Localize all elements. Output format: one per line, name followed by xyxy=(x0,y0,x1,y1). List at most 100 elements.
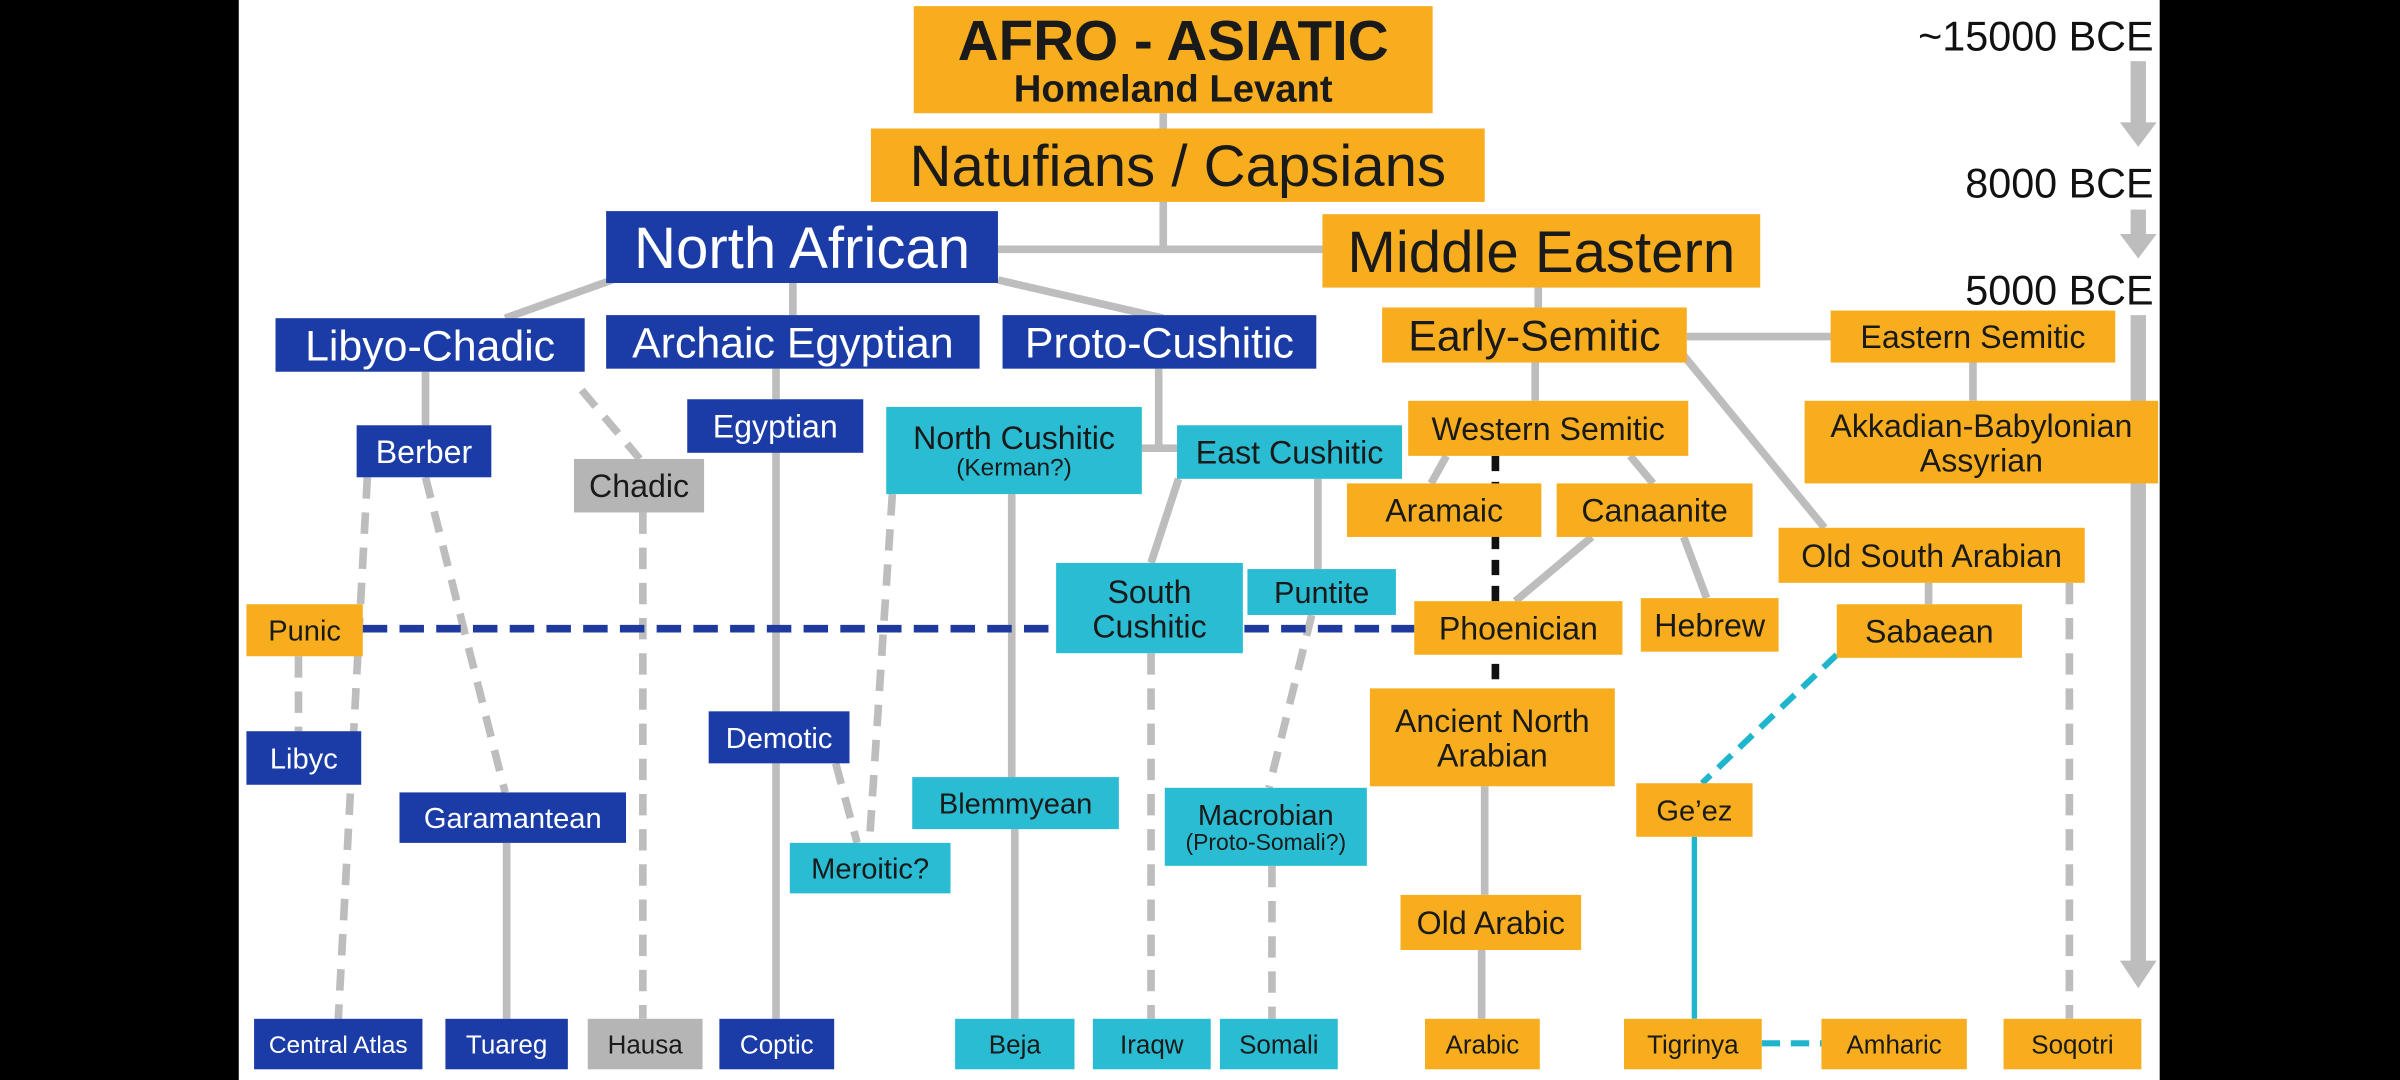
node-chadic-label: Chadic xyxy=(589,468,689,504)
node-demotic-box xyxy=(708,711,850,764)
node-amharic-box xyxy=(1821,1018,1967,1070)
connector-line xyxy=(1427,454,1450,486)
node-hebrew: Hebrew xyxy=(1640,598,1779,652)
timeline-label-8000: 8000 BCE xyxy=(1965,160,2153,206)
node-canaanite-label: Canaanite xyxy=(1581,493,1728,529)
node-tuareg-box xyxy=(445,1018,568,1070)
node-natufians: Natufians / Capsians xyxy=(870,128,1485,202)
timeline-arrow-icon xyxy=(2119,61,2157,147)
node-north-african-box xyxy=(606,211,998,284)
node-tuareg-label: Tuareg xyxy=(466,1029,547,1059)
node-natufians-label: Natufians / Capsians xyxy=(910,134,1446,199)
node-geez-label: Ge’ez xyxy=(1656,795,1732,827)
connector-line xyxy=(865,493,897,844)
timeline-arrow-icon xyxy=(2119,209,2157,259)
node-afro-box xyxy=(913,6,1433,114)
node-garamantean: Garamantean xyxy=(399,792,627,843)
node-berber: Berber xyxy=(356,425,492,478)
node-libyo-chadic-label: Libyo-Chadic xyxy=(305,322,555,370)
node-tuareg: Tuareg xyxy=(445,1018,568,1070)
node-north-cushitic: North Cushitic(Kerman?) xyxy=(886,406,1142,495)
connector-line xyxy=(1680,535,1711,600)
node-arabic-box xyxy=(1425,1018,1540,1070)
node-old-south-arabian-label: Old South Arabian xyxy=(1801,538,2062,574)
node-garamantean-label: Garamantean xyxy=(424,803,602,835)
connector-line xyxy=(421,476,509,794)
node-archaic-egyptian: Archaic Egyptian xyxy=(606,315,980,369)
node-punic-label: Punic xyxy=(268,616,341,648)
node-berber-box xyxy=(356,425,492,478)
node-aramaic-box xyxy=(1346,483,1542,537)
timeline-label-5000: 5000 BCE xyxy=(1965,267,2153,313)
node-ancient-north-arabian-label: Arabian xyxy=(1437,738,1548,774)
node-aramaic-label: Aramaic xyxy=(1385,493,1503,529)
node-puntite-box xyxy=(1247,569,1396,615)
node-beja: Beja xyxy=(955,1018,1075,1070)
node-libyo-chadic-box xyxy=(275,318,585,372)
node-coptic-label: Coptic xyxy=(740,1029,814,1059)
node-aramaic: Aramaic xyxy=(1346,483,1542,537)
node-phoenician-box xyxy=(1414,601,1623,655)
node-chadic: Chadic xyxy=(573,458,705,513)
node-north-cushitic-box xyxy=(886,406,1142,495)
node-iraqw-box xyxy=(1092,1018,1211,1070)
node-phoenician-label: Phoenician xyxy=(1439,611,1598,647)
node-proto-cushitic-box xyxy=(1002,315,1317,369)
connector-line xyxy=(997,276,1165,322)
connector-line xyxy=(1627,453,1657,486)
connector-line xyxy=(1512,534,1595,605)
node-middle-eastern-box xyxy=(1322,214,1761,288)
node-middle-eastern: Middle Eastern xyxy=(1322,214,1761,288)
node-meroitic: Meroitic? xyxy=(789,842,951,894)
node-tigrinya-box xyxy=(1623,1018,1762,1070)
node-garamantean-box xyxy=(399,792,627,843)
connector-line xyxy=(503,276,614,322)
node-middle-eastern-label: Middle Eastern xyxy=(1347,220,1735,285)
node-central-atlas-box xyxy=(254,1018,423,1070)
node-sabaean-label: Sabaean xyxy=(1865,614,1994,650)
node-phoenician: Phoenician xyxy=(1414,601,1623,655)
connector-line xyxy=(832,762,861,844)
node-archaic-egyptian-box xyxy=(606,315,980,369)
node-libyo-chadic: Libyo-Chadic xyxy=(275,318,585,372)
node-hausa: Hausa xyxy=(587,1018,703,1070)
node-hausa-label: Hausa xyxy=(608,1029,684,1059)
node-soqotri-label: Soqotri xyxy=(2031,1029,2113,1059)
node-macrobian-label: Macrobian xyxy=(1198,800,1334,832)
node-western-semitic: Western Semitic xyxy=(1408,400,1689,456)
node-early-semitic: Early-Semitic xyxy=(1382,307,1687,363)
node-beja-label: Beja xyxy=(989,1029,1042,1059)
node-amharic: Amharic xyxy=(1821,1018,1967,1070)
connector-line xyxy=(334,477,372,1020)
node-puntite: Puntite xyxy=(1247,569,1396,615)
node-early-semitic-label: Early-Semitic xyxy=(1408,312,1660,360)
node-akkadian-box xyxy=(1804,400,2159,484)
node-coptic-box xyxy=(719,1018,835,1070)
node-old-arabic-label: Old Arabic xyxy=(1417,905,1565,941)
node-old-south-arabian: Old South Arabian xyxy=(1778,527,2085,583)
node-egyptian: Egyptian xyxy=(687,399,864,453)
node-natufians-box xyxy=(870,128,1485,202)
node-iraqw-label: Iraqw xyxy=(1120,1029,1184,1059)
node-macrobian-box xyxy=(1164,787,1367,866)
node-blemmyean-label: Blemmyean xyxy=(939,789,1092,821)
node-libyc-box xyxy=(246,731,362,785)
node-macrobian: Macrobian(Proto-Somali?) xyxy=(1164,787,1367,866)
node-blemmyean-box xyxy=(912,777,1119,830)
node-early-semitic-box xyxy=(1382,307,1687,363)
node-somali-box xyxy=(1219,1018,1338,1070)
node-libyc: Libyc xyxy=(246,731,362,785)
connector-line xyxy=(1677,349,1828,531)
connector-line xyxy=(1265,614,1316,789)
node-beja-box xyxy=(955,1018,1075,1070)
node-western-semitic-box xyxy=(1408,400,1689,456)
node-amharic-label: Amharic xyxy=(1846,1029,1941,1059)
node-south-cushitic-box xyxy=(1056,562,1243,654)
node-arabic: Arabic xyxy=(1425,1018,1540,1070)
node-archaic-egyptian-label: Archaic Egyptian xyxy=(632,319,953,367)
node-libyc-label: Libyc xyxy=(270,743,338,775)
